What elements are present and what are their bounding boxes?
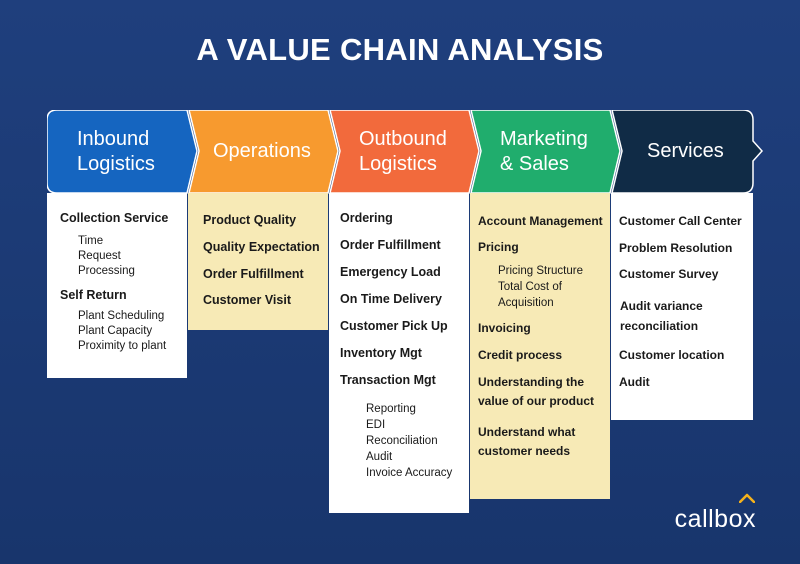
outbound-chevron (329, 110, 480, 194)
list-item: Collection Service (60, 211, 169, 225)
list-item: Understanding the (478, 375, 585, 389)
list-item: Self Return (60, 288, 127, 302)
column-header: Inbound Logistics (77, 127, 155, 175)
list-item: Pricing (478, 240, 519, 254)
list-item: Order Fulfillment (340, 238, 441, 252)
list-item: Transaction Mgt (340, 373, 436, 387)
sub-item: Processing (78, 265, 135, 277)
services-chevron (611, 110, 764, 194)
sub-item: Invoice Accuracy (366, 467, 453, 479)
sub-item: Pricing Structure (498, 265, 584, 277)
list-item: On Time Delivery (340, 292, 442, 306)
list-item: Quality Expectation (203, 240, 320, 254)
sub-item: Request (78, 250, 121, 262)
list-item: Customer Survey (619, 267, 719, 281)
caret-up-icon (738, 493, 755, 503)
list-item: Problem Resolution (619, 241, 733, 255)
sub-item: Plant Scheduling (78, 310, 165, 322)
sub-item: Reconciliation (366, 435, 438, 447)
list-item: value of our product (478, 394, 595, 408)
list-item: Ordering (340, 211, 393, 225)
sub-item: Proximity to plant (78, 340, 167, 352)
column-header: Operations (213, 140, 311, 162)
chevron-header-shape (611, 110, 764, 194)
list-item: Customer Visit (203, 293, 291, 307)
sub-item: Audit (366, 451, 393, 463)
list-item: Customer location (619, 348, 725, 362)
chevron-header-shape (47, 110, 198, 194)
column-header: Services (647, 140, 724, 162)
chevron-header-shape (329, 110, 480, 194)
sub-item: Acquisition (498, 297, 554, 309)
list-item: reconciliation (620, 319, 699, 333)
column-body: Product Quality Quality Expectation Orde… (188, 193, 328, 330)
list-item: Customer Call Center (619, 214, 742, 228)
column-body: Account Management Pricing Pricing Struc… (470, 193, 610, 499)
sub-item: Reporting (366, 403, 416, 415)
column-body: Collection Service Time Request Processi… (47, 193, 187, 378)
list-item: Order Fulfillment (203, 267, 304, 281)
column-body: Ordering Order Fulfillment Emergency Loa… (329, 193, 469, 513)
list-item: Audit variance (620, 299, 703, 313)
page-title: A VALUE CHAIN ANALYSIS (196, 32, 604, 67)
callbox-logo: callbox (674, 493, 756, 534)
sub-item: Total Cost of (498, 281, 562, 293)
chevron-header-shape (188, 110, 339, 194)
sub-item: Time (78, 235, 104, 247)
column-body: Customer Call Center Problem Resolution … (611, 193, 753, 420)
column-header: Marketing & Sales (500, 127, 588, 175)
sub-item: EDI (366, 419, 386, 431)
list-item: customer needs (478, 444, 571, 458)
column-header: Outbound Logistics (359, 127, 447, 175)
list-item: Customer Pick Up (340, 319, 448, 333)
operations-chevron (188, 110, 339, 194)
list-item: Inventory Mgt (340, 346, 422, 360)
list-item: Audit (619, 375, 650, 389)
logo-text: callbox (674, 505, 756, 533)
marketing-chevron (470, 110, 621, 194)
list-item: Credit process (478, 348, 563, 362)
list-item: Understand what (478, 425, 576, 439)
inbound-chevron (47, 110, 198, 194)
chevron-header-shape (470, 110, 621, 194)
list-item: Account Management (478, 214, 603, 228)
sub-item: Plant Capacity (78, 325, 153, 337)
list-item: Invoicing (478, 321, 531, 335)
list-item: Emergency Load (340, 265, 441, 279)
list-item: Product Quality (203, 213, 297, 227)
